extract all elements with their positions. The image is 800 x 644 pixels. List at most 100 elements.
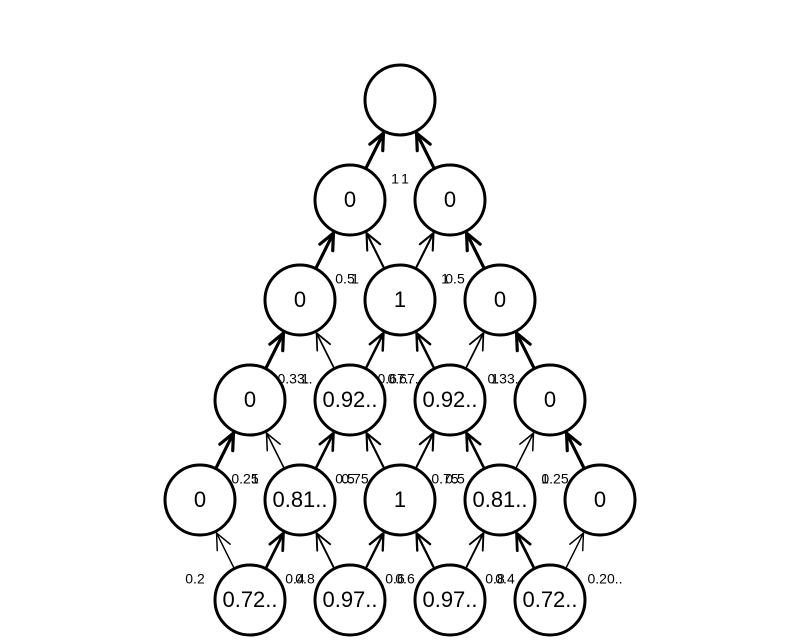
edge-line [464, 231, 486, 269]
tree-node: 0 [263, 263, 337, 337]
edge-label: 0.6 [385, 571, 405, 587]
edge [415, 331, 435, 369]
node-circle [313, 563, 387, 637]
node-circle [213, 363, 287, 437]
edge-line [415, 331, 435, 369]
edge-line [314, 231, 336, 269]
edge [414, 131, 436, 169]
tree-node: 0 [413, 163, 487, 237]
edge-line [265, 531, 285, 569]
edge-label: 1 [401, 171, 409, 187]
arrow-head [468, 332, 485, 352]
node-value: 0.81.. [472, 487, 527, 512]
arrow-head [569, 532, 585, 552]
edge-label: 0.4 [495, 571, 515, 587]
arrow-head [315, 332, 332, 352]
edge [365, 331, 385, 369]
edge-line [515, 432, 535, 468]
tree-node: 1 [363, 263, 437, 337]
edge-line [565, 532, 585, 568]
node-value: 0 [544, 387, 556, 412]
arrow-head [265, 432, 281, 452]
node-value: 0 [244, 387, 256, 412]
node-value: 1 [394, 487, 406, 512]
arrow-head [365, 432, 382, 452]
arrow-head [268, 531, 285, 553]
tree-node: 0 [313, 163, 387, 237]
arrow-head [515, 531, 532, 553]
edge [514, 331, 536, 369]
edge-line [214, 431, 236, 469]
tree-node: 0 [563, 463, 637, 537]
edge [415, 232, 435, 268]
node-circle [263, 263, 337, 337]
tree-node: 0.92.. [313, 363, 387, 437]
edge [365, 432, 385, 468]
edge-label: 1 [441, 271, 449, 287]
node-circle [163, 463, 237, 537]
node-value: 1 [394, 287, 406, 312]
arrow-head [418, 432, 435, 452]
arrow-head [218, 431, 236, 453]
edge-line [414, 131, 436, 169]
node-circle [463, 463, 537, 537]
arrow-head [318, 431, 335, 452]
arrow-head [564, 431, 582, 453]
edge [315, 431, 335, 469]
arrow-head [365, 232, 382, 252]
edge-line [365, 531, 385, 569]
tree-node: 0.81.. [263, 463, 337, 537]
edge [415, 531, 435, 569]
node-value: 0 [294, 287, 306, 312]
edge-line [265, 432, 285, 468]
arrow-head [464, 231, 482, 253]
node-value: 0 [594, 487, 606, 512]
node-circle [513, 563, 587, 637]
arrow-head [368, 531, 385, 552]
tree-node: 0.72.. [213, 563, 287, 637]
tree-node: 0.81.. [463, 463, 537, 537]
arrow-head [415, 531, 432, 552]
edge-line [515, 531, 535, 569]
node-value: 0.92.. [322, 387, 377, 412]
edge-label: 1 [351, 271, 359, 287]
node-circle [263, 463, 337, 537]
node-value: 0.81.. [272, 487, 327, 512]
edge-line [315, 332, 335, 368]
tree-node: 0 [463, 263, 537, 337]
edge-label: 0.6 [395, 571, 415, 587]
edge [314, 231, 336, 269]
edge-label: 0.5 [445, 271, 465, 287]
edge [365, 531, 385, 569]
node-value: 0 [344, 187, 356, 212]
edge [464, 231, 486, 269]
arrow-head [318, 231, 336, 253]
edge-label: 0.20.. [587, 571, 622, 587]
edge-label: 0.5 [445, 471, 465, 487]
edge [465, 431, 485, 469]
edge [265, 432, 285, 468]
edge-label: 0.33.. [487, 371, 522, 387]
node-value: 0 [444, 187, 456, 212]
edge-label: 1 [391, 171, 399, 187]
tree-node: 0 [213, 363, 287, 437]
edge-label: 0.67.. [387, 371, 422, 387]
edge [365, 232, 385, 268]
edge-line [264, 331, 286, 369]
edge [515, 432, 535, 468]
edge-label: 1 [301, 371, 309, 387]
edge-label: 0.4 [285, 571, 305, 587]
edge-line [415, 531, 435, 569]
arrow-head [268, 331, 286, 353]
tree-node: 1 [363, 463, 437, 537]
node-circle [413, 563, 487, 637]
edge [565, 532, 585, 568]
edge [564, 431, 586, 469]
edge [315, 332, 335, 368]
node-circle [363, 463, 437, 537]
edge-line [465, 532, 485, 568]
edge-label: 1 [251, 471, 259, 487]
edge-label: 0.75 [341, 471, 368, 487]
